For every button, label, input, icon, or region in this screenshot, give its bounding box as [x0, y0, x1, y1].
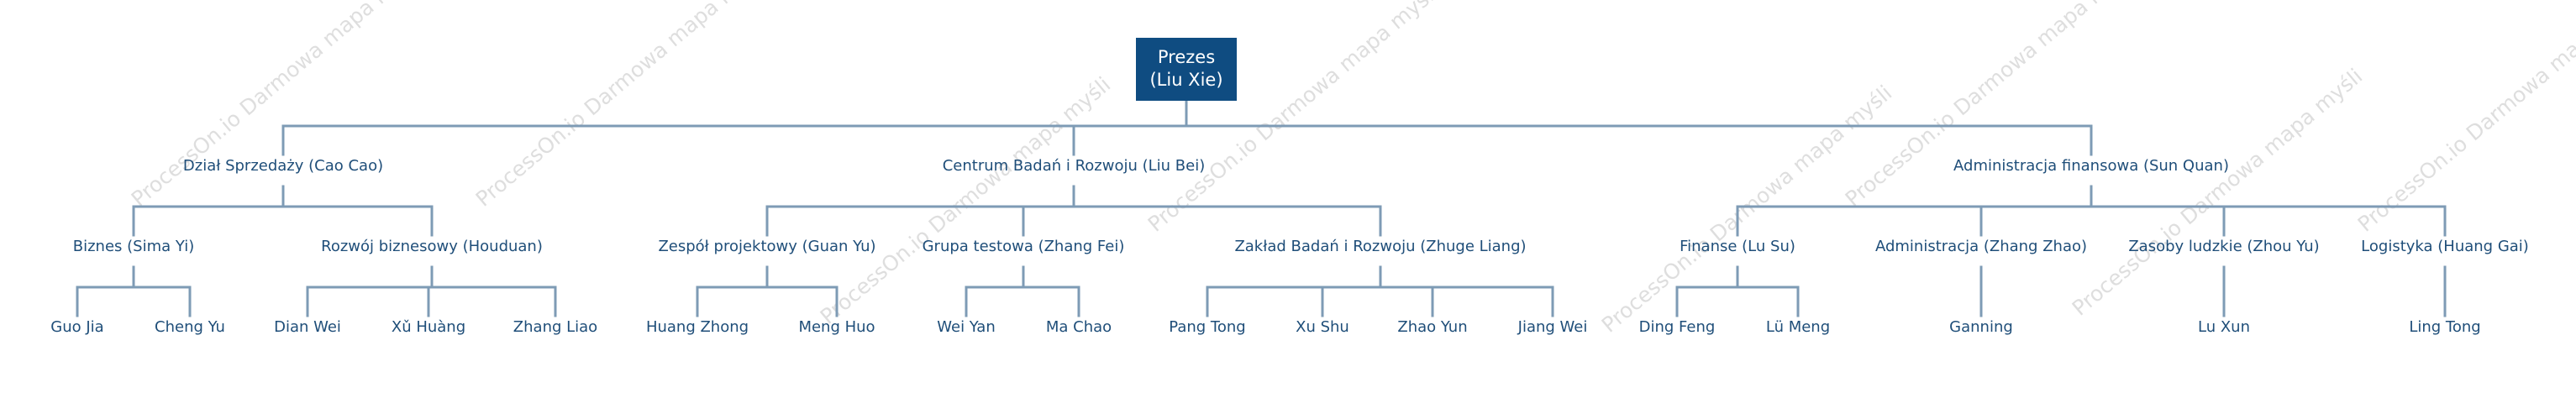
- member-node: Zhao Yun: [1397, 318, 1467, 336]
- watermark-text: ProcessOn.io Darmowa mapa myśli: [127, 0, 427, 212]
- watermark-text: ProcessOn.io Darmowa mapa myśli: [2353, 0, 2576, 237]
- member-node: Cheng Yu: [155, 318, 225, 336]
- member-node: Xǔ Huàng: [392, 318, 465, 336]
- team-node: Administracja (Zhang Zhao): [1875, 238, 2087, 255]
- node-layer: Prezes (Liu Xie) Dział Sprzedaży (Cao Cao)…: [50, 38, 2529, 336]
- member-node: Lu Xun: [2198, 318, 2250, 336]
- department-node: Administracja finansowa (Sun Quan): [1953, 157, 2229, 175]
- member-node: Huang Zhong: [646, 318, 749, 336]
- member-node: Pang Tong: [1169, 318, 1245, 336]
- connector-layer: [76, 99, 2447, 317]
- member-node: Guo Jia: [50, 318, 103, 336]
- department-node: Dział Sprzedaży (Cao Cao): [183, 157, 383, 175]
- member-node: Xu Shu: [1296, 318, 1349, 336]
- root-node-name: (Liu Xie): [1149, 70, 1222, 90]
- team-node: Logistyka (Huang Gai): [2361, 238, 2529, 255]
- member-node: Jiang Wei: [1517, 318, 1588, 336]
- watermark-text: ProcessOn.io Darmowa mapa myśli: [471, 0, 771, 212]
- member-node: Ma Chao: [1046, 318, 1112, 336]
- member-node: Meng Huo: [798, 318, 875, 336]
- root-node-box[interactable]: [1136, 38, 1237, 101]
- team-node: Rozwój biznesowy (Houduan): [321, 238, 543, 255]
- watermark-text: ProcessOn.io Darmowa mapa myśli: [1143, 0, 1443, 237]
- team-node: Zasoby ludzkie (Zhou Yu): [2128, 238, 2319, 255]
- member-node: Dian Wei: [274, 318, 341, 336]
- member-node: Lü Meng: [1766, 318, 1830, 336]
- member-node: Zhang Liao: [513, 318, 597, 336]
- team-node: Zespół projektowy (Guan Yu): [658, 238, 875, 255]
- member-node: Wei Yan: [937, 318, 996, 336]
- member-node: Ganning: [1949, 318, 2013, 336]
- watermark-text: ProcessOn.io Darmowa mapa myśli: [1597, 81, 1897, 338]
- watermark-text: ProcessOn.io Darmowa mapa myśli: [2068, 64, 2368, 321]
- department-node: Centrum Badań i Rozwoju (Liu Bei): [943, 157, 1206, 175]
- root-node-title: Prezes: [1158, 47, 1215, 67]
- member-node: Ding Feng: [1639, 318, 1716, 336]
- team-node: Grupa testowa (Zhang Fei): [923, 238, 1125, 255]
- team-node: Zakład Badań i Rozwoju (Zhuge Liang): [1234, 238, 1526, 255]
- team-node: Biznes (Sima Yi): [73, 238, 195, 255]
- team-node: Finanse (Lu Su): [1680, 238, 1795, 255]
- member-node: Ling Tong: [2409, 318, 2480, 336]
